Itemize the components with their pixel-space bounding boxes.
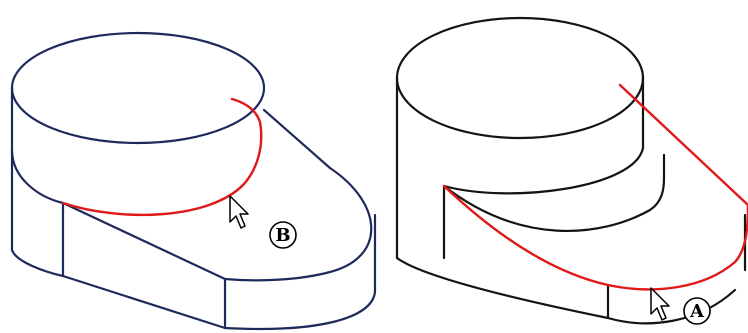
right-base-bottom-edge — [395, 256, 610, 320]
arrow-pointer-icon — [229, 195, 249, 229]
callout-a: A — [683, 297, 711, 325]
left-base-bottom-edge — [61, 274, 227, 330]
left-selected-edge-curve — [61, 97, 263, 217]
left-rounded-end-bottom — [223, 290, 377, 331]
arrow-pointer-icon — [650, 287, 670, 321]
right-selected-edge-curve — [442, 184, 748, 291]
left-cylinder-top-ellipse — [10, 31, 266, 145]
right-step-upper-curve — [442, 146, 645, 195]
right-selected-edge — [442, 83, 748, 291]
left-cylinder-lower-curve — [10, 148, 65, 205]
callout-b: B — [269, 221, 297, 249]
right-part-outline — [395, 16, 747, 325]
right-cylinder-top-ellipse — [395, 16, 645, 140]
right-part-figure: A — [395, 16, 748, 325]
left-cursor — [229, 195, 249, 229]
left-slot-floor-edge — [61, 201, 227, 281]
callout-b-circle — [269, 221, 297, 249]
left-selected-edge — [61, 97, 263, 217]
left-part-figure: B — [10, 31, 377, 331]
left-part-outline — [10, 31, 377, 331]
left-rounded-end-top — [223, 166, 373, 282]
right-rounded-end-bottom — [606, 288, 737, 325]
right-selected-diagonal-edge — [618, 83, 748, 207]
callout-b-label: B — [275, 225, 290, 246]
callout-a-label: A — [689, 301, 705, 322]
left-base-top-edge — [262, 108, 332, 170]
right-step-lower-curve — [442, 176, 666, 233]
left-cylinder-bottom-curve — [10, 248, 65, 278]
right-cursor — [650, 287, 670, 321]
callout-a-circle — [683, 297, 711, 325]
